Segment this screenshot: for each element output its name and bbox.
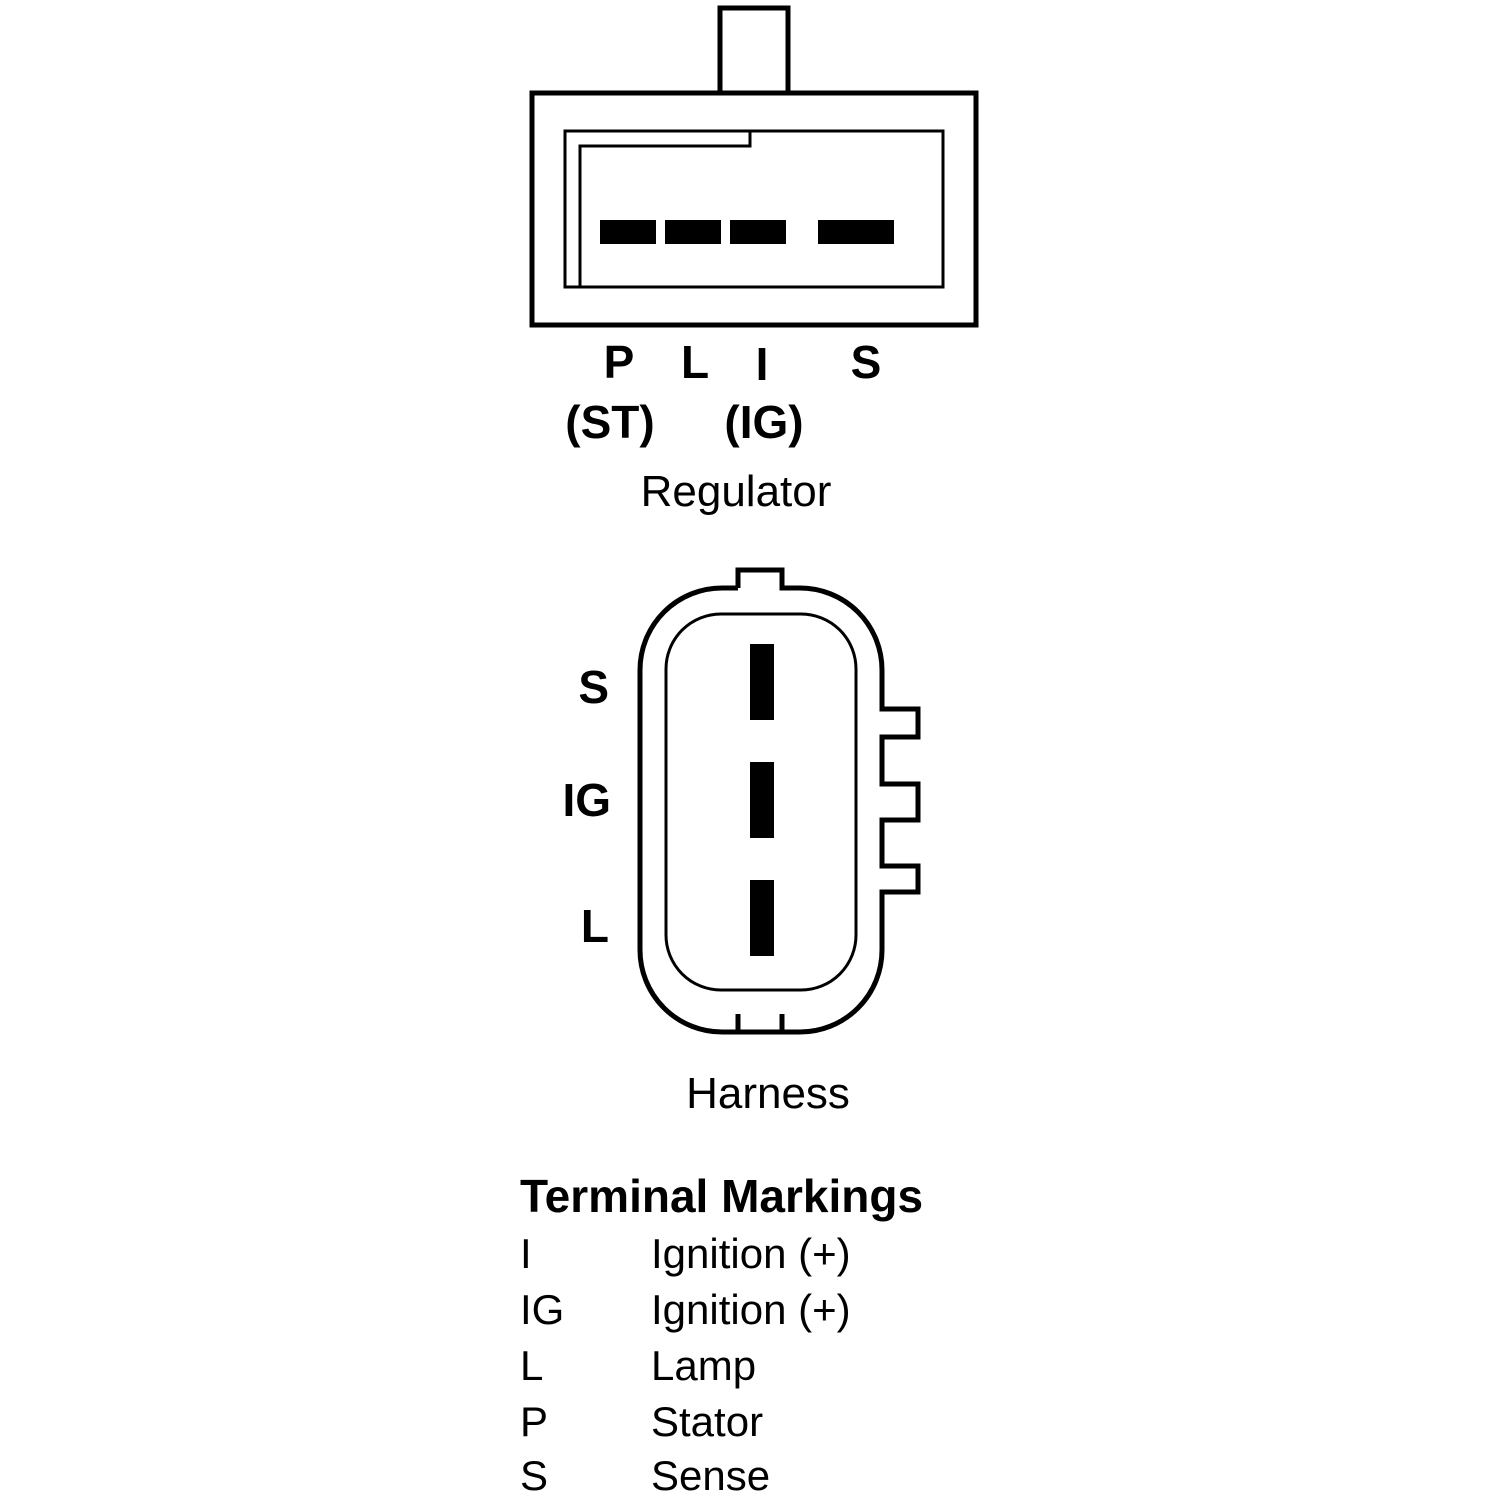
regulator-pin-s [818, 220, 894, 244]
legend-meaning: Ignition (+) [651, 1286, 851, 1333]
harness-caption: Harness [686, 1069, 850, 1118]
harness-terminal-l: L [581, 900, 609, 952]
legend-title: Terminal Markings [520, 1170, 923, 1222]
harness-inner-frame [664, 612, 858, 992]
legend-code: IG [520, 1286, 564, 1333]
regulator-terminal-p: P [604, 336, 635, 388]
regulator-pin-i [730, 220, 786, 244]
legend-code: P [520, 1398, 548, 1445]
harness-pin-l [750, 880, 774, 956]
legend-meaning: Sense [651, 1452, 770, 1499]
legend-meaning: Stator [651, 1398, 763, 1445]
legend-meaning: Ignition (+) [651, 1230, 851, 1277]
regulator-housing [529, 90, 979, 328]
regulator-inner-key [578, 131, 752, 287]
regulator-tab [717, 5, 791, 97]
regulator-inner-frame [563, 129, 945, 289]
terminal-legend: Terminal Markings I Ignition (+) IG Igni… [520, 1170, 923, 1499]
regulator-pin-p [600, 220, 656, 244]
regulator-terminal-s: S [851, 336, 882, 388]
harness-connector [637, 567, 921, 1035]
regulator-terminal-i-alt: (IG) [724, 396, 803, 448]
regulator-terminal-p-alt: (ST) [565, 396, 654, 448]
regulator-pin-l [665, 220, 721, 244]
harness-pin-s [750, 644, 774, 720]
legend-meaning: Lamp [651, 1342, 756, 1389]
regulator-caption: Regulator [641, 467, 832, 516]
regulator-connector [529, 5, 979, 328]
harness-housing [637, 567, 921, 1035]
harness-terminal-ig: IG [562, 774, 611, 826]
legend-code: I [520, 1230, 532, 1277]
harness-pin-ig [750, 762, 774, 838]
legend-code: L [520, 1342, 543, 1389]
harness-terminal-s: S [578, 661, 609, 713]
regulator-terminal-i: I [756, 338, 769, 390]
legend-code: S [520, 1452, 548, 1499]
regulator-terminal-l: L [681, 336, 709, 388]
